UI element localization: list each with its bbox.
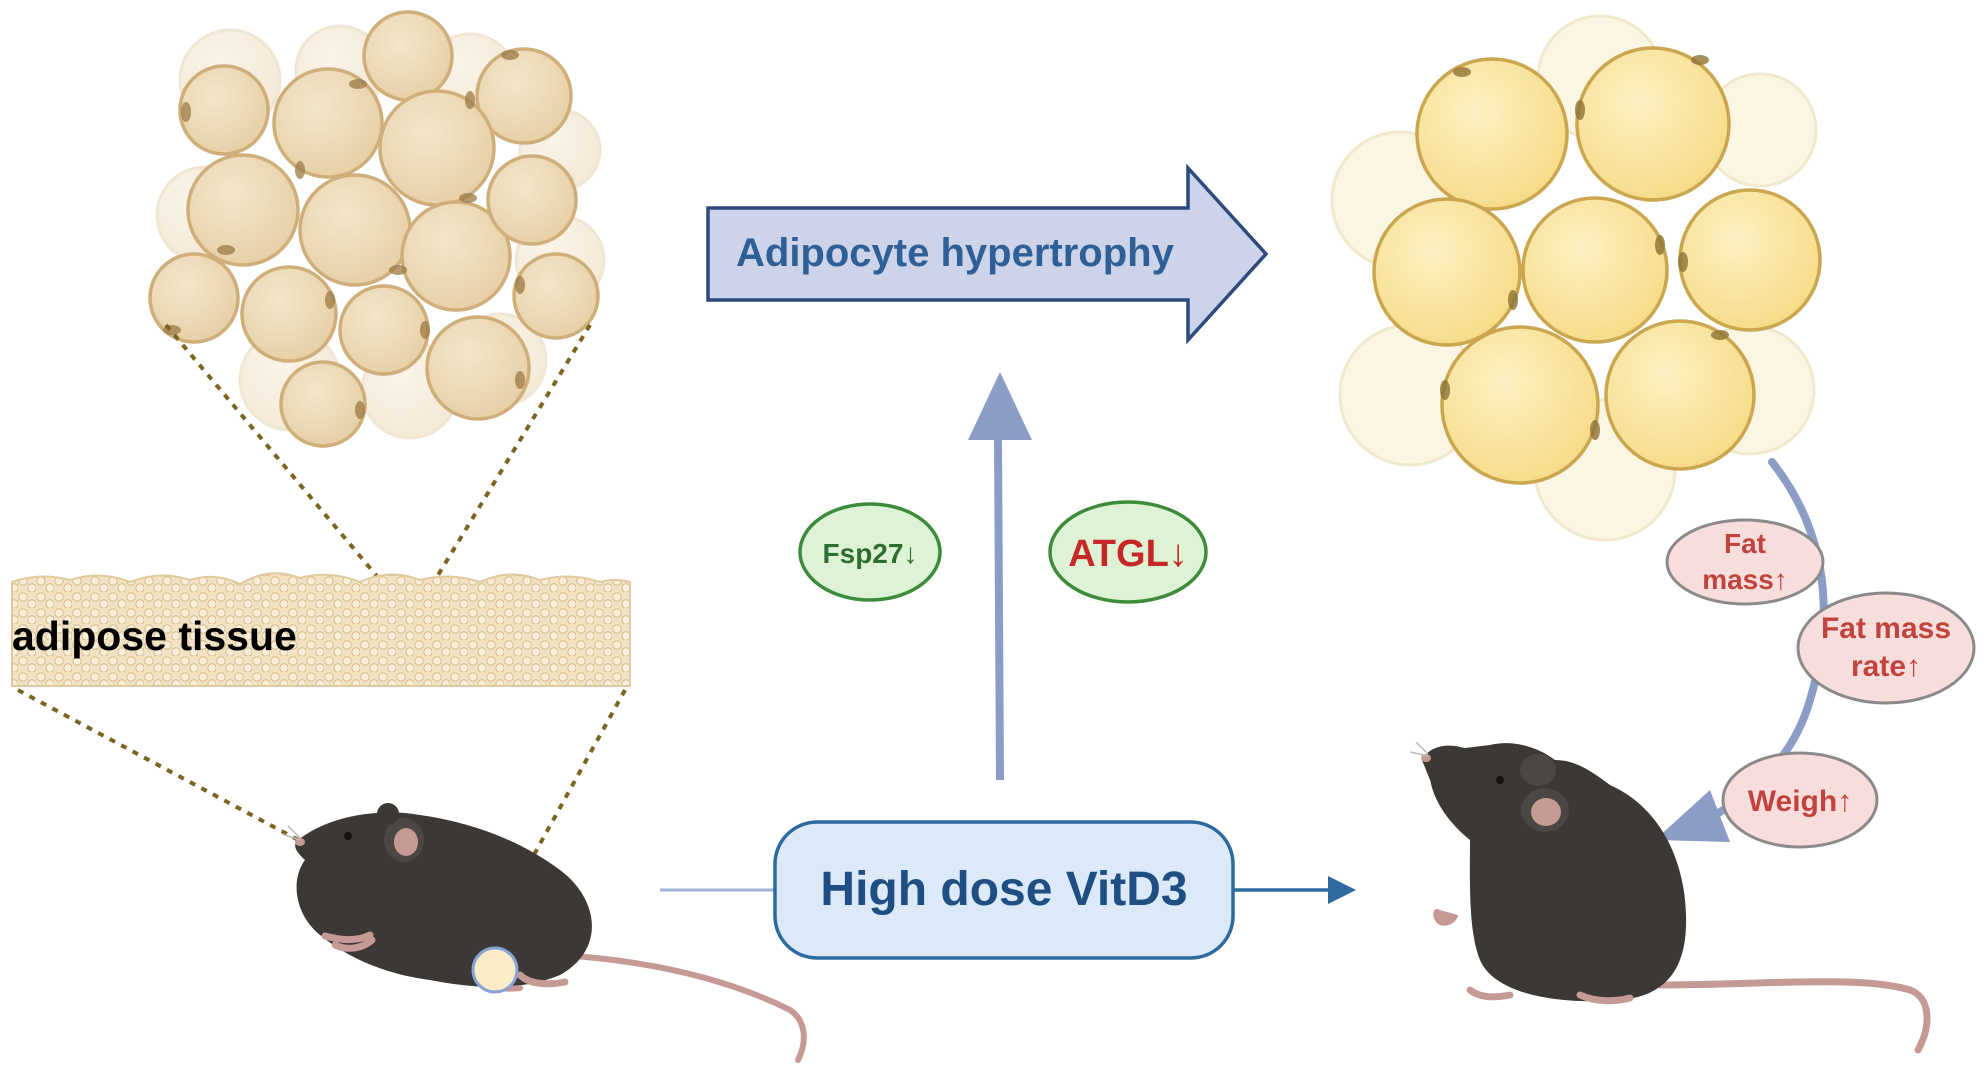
treatment-arrow-right — [1233, 876, 1356, 904]
hypertrophic-adipocyte-cluster — [1330, 14, 1822, 542]
normal-adipocyte-cluster — [148, 10, 606, 448]
treatment-label: High dose VitD3 — [820, 863, 1187, 916]
atgl-label: ATGL↓ — [1068, 533, 1188, 575]
zoom-lines-upper — [164, 323, 592, 620]
weigh-badge: Weigh↑ — [1721, 751, 1879, 849]
fat-mass-badge: Fat mass↑ — [1665, 518, 1825, 606]
treated-mouse-illustration — [1409, 741, 1931, 1054]
fat-mass-rate-badge: Fat mass rate↑ — [1796, 591, 1976, 705]
hypertrophy-label: Adipocyte hypertrophy — [736, 231, 1175, 275]
adipocyte-hypertrophy-arrow: Adipocyte hypertrophy — [706, 163, 1269, 345]
fat-mass-rate-label-line2: rate↑ — [1851, 650, 1921, 683]
vertical-upward-arrow — [968, 372, 1032, 780]
weigh-label: Weigh↑ — [1748, 785, 1852, 818]
fat-mass-label-line2: mass↑ — [1702, 564, 1788, 595]
atgl-badge: ATGL↓ — [1048, 500, 1208, 604]
control-mouse-illustration — [281, 803, 807, 1063]
adipose-tissue-strip — [11, 572, 631, 687]
fat-mass-label-line1: Fat — [1724, 528, 1766, 559]
fsp27-badge: Fsp27↓ — [798, 502, 942, 602]
treatment-box: High dose VitD3 — [773, 820, 1235, 960]
adipose-tissue-label: adipose tissue — [12, 613, 297, 659]
fsp27-label: Fsp27↓ — [823, 538, 918, 569]
fat-mass-rate-label-line1: Fat mass — [1821, 612, 1951, 645]
